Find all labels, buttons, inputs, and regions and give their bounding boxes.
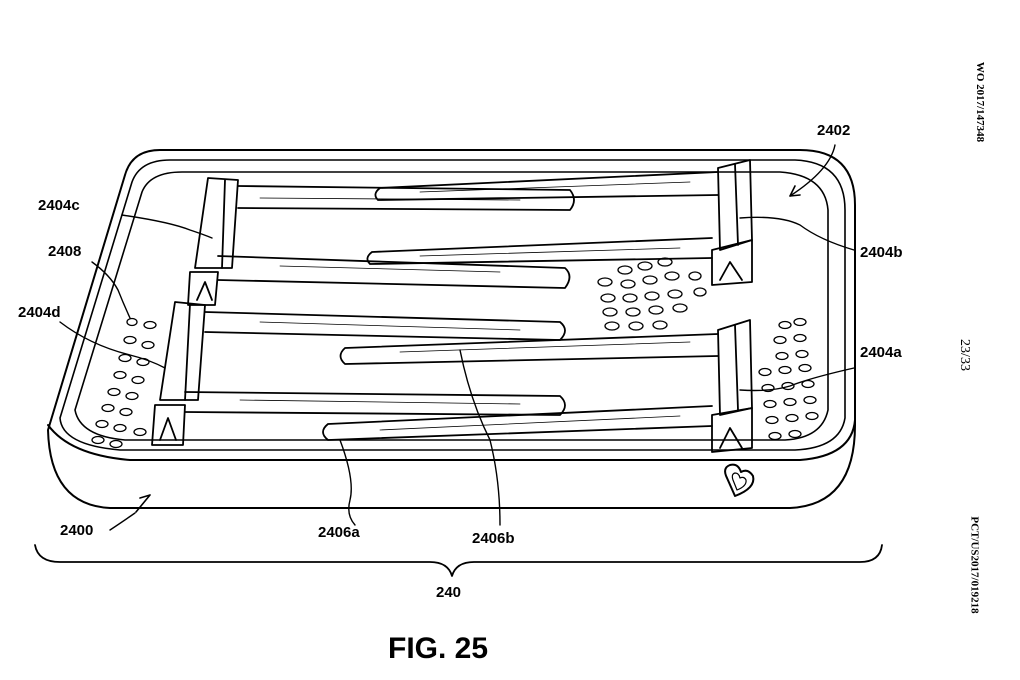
application-number: PCT/US2017/019218 [968,516,981,614]
label-2406a: 2406a [318,524,360,541]
label-2404b: 2404b [860,244,903,261]
label-2404d: 2404d [18,304,61,321]
sheet-number: 23/33 [956,339,972,371]
label-2404a: 2404a [860,344,902,361]
label-240: 240 [436,584,462,601]
holder-upper-left [187,177,575,306]
holder-lower-left [151,301,566,446]
label-2408: 2408 [48,243,82,260]
vent-holes-center [597,257,707,331]
tray-inner-rim [59,159,846,451]
figure-caption: FIG. 25 [388,632,489,665]
label-2402: 2402 [817,122,851,139]
leader-lines [34,144,883,577]
vent-holes-left [91,317,157,449]
publication-number: WO 2017/147348 [974,61,987,143]
holder-lower-right [322,319,753,453]
heart-logo-icon [724,463,755,497]
label-2400: 2400 [60,522,94,539]
holder-upper-right [366,159,753,286]
label-2404c: 2404c [38,197,80,214]
vent-holes-right [758,317,819,441]
label-2406b: 2406b [472,530,515,547]
tray-body [47,149,856,509]
